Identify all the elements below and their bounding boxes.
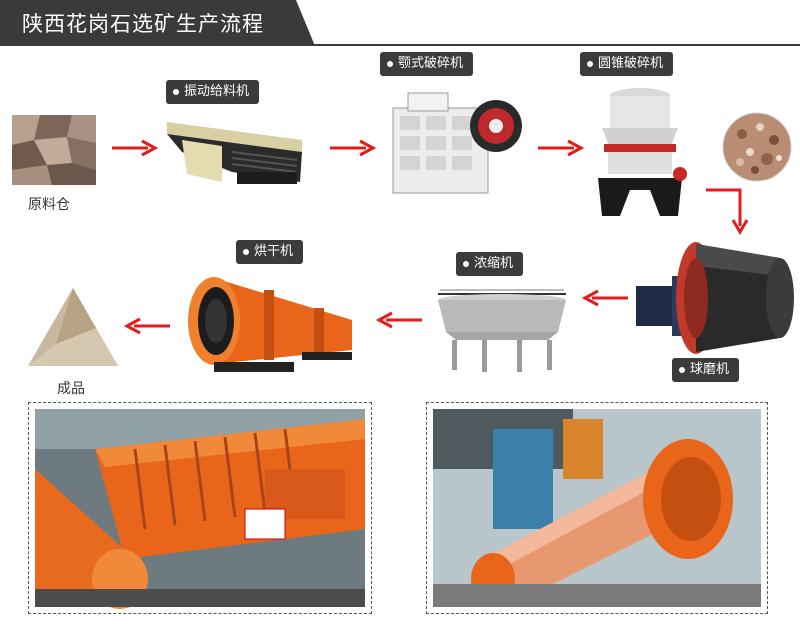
label-raw-bin: 原料仓: [28, 197, 70, 213]
ball-mill-site-photo: [433, 409, 761, 607]
flow-arrow-2: [330, 139, 377, 157]
flow-arrow-1: [112, 139, 159, 157]
tag-thickener: 浓缩机: [456, 252, 524, 276]
page-title: 陕西花岗石选矿生产流程: [22, 12, 264, 36]
thickener-image: [438, 289, 566, 372]
tag-cone-crusher: 圆锥破碎机: [580, 52, 674, 76]
tag-jaw-crusher: 颚式破碎机: [380, 52, 474, 76]
flow-arrow-5: [375, 311, 422, 329]
title-underline: [0, 44, 800, 46]
tag-feeder: 振动给料机: [166, 80, 260, 104]
flow-arrow-down: [706, 188, 749, 235]
jaw-crusher-image: [392, 92, 522, 194]
tag-ball-mill: 球磨机: [672, 358, 740, 382]
vibrating-feeder-image: [167, 122, 302, 184]
flow-arrow-4: [581, 289, 628, 307]
label-product: 成品: [57, 381, 85, 397]
crushed-stone-image: [722, 112, 792, 182]
product-pile-image: [28, 288, 118, 366]
flow-arrow-6: [123, 317, 170, 335]
raw-material-image: [12, 115, 96, 185]
title-banner: 陕西花岗石选矿生产流程: [0, 0, 315, 46]
rotary-dryer-image: [188, 277, 352, 372]
photo-frame-right: [426, 402, 768, 614]
ball-mill-image: [636, 242, 794, 354]
cone-crusher-image: [598, 88, 687, 216]
flow-arrow-3: [538, 139, 585, 157]
photo-frame-left: [28, 402, 372, 614]
tag-dryer: 烘干机: [236, 240, 304, 264]
spiral-classifier-site-photo: [35, 409, 365, 609]
